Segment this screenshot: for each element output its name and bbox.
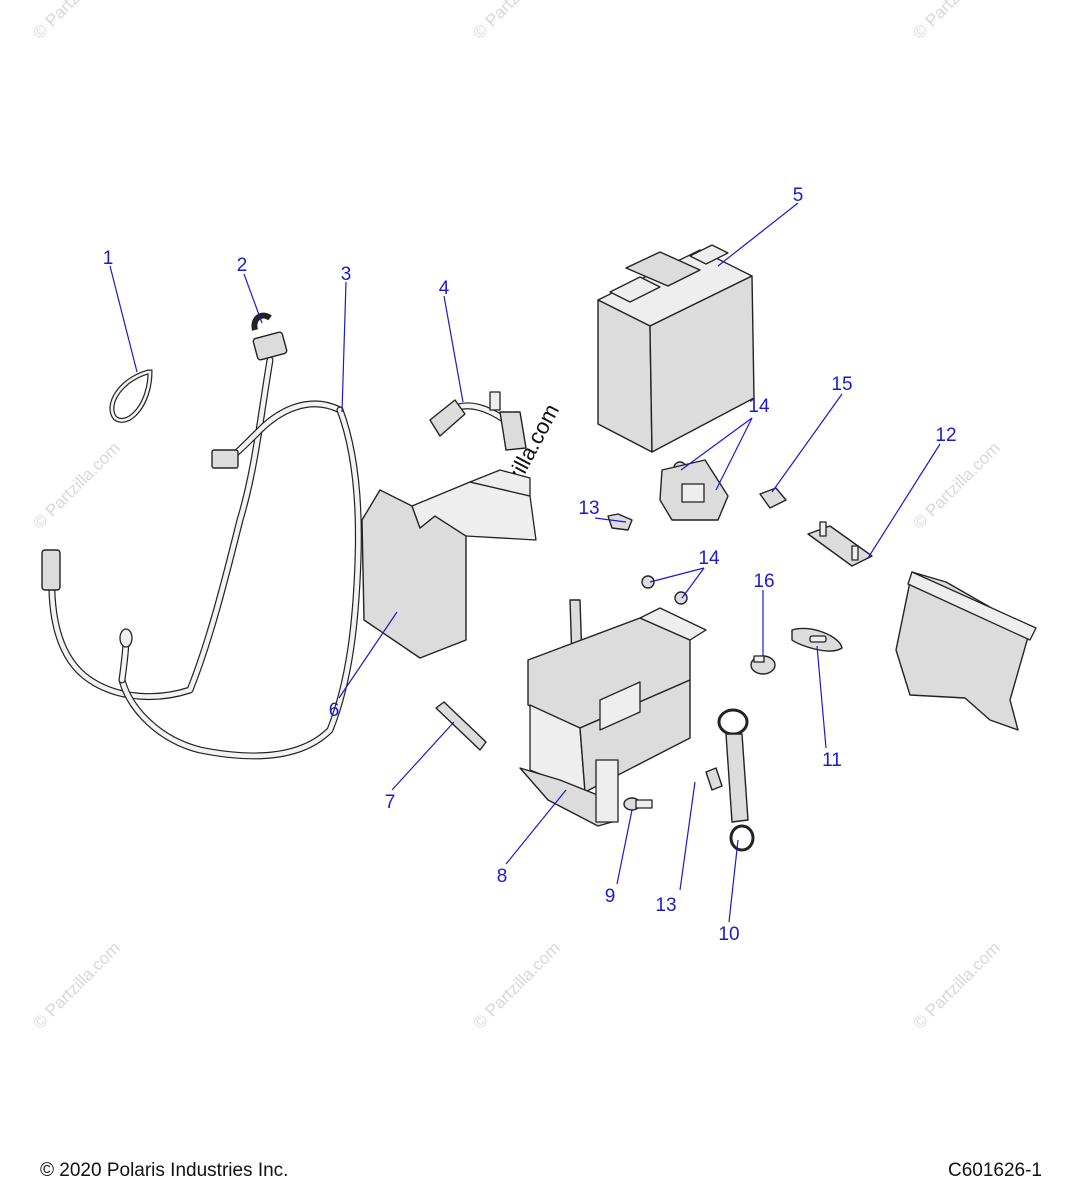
- leader-lines: [109, 202, 941, 923]
- callout-13b: 13: [655, 895, 676, 916]
- callout-2: 2: [237, 255, 248, 276]
- callouts: 1 2 3 4 5 6 7 8 9 10 11 12 13 13 14 14 1…: [103, 185, 957, 945]
- part-4-terminal-boot: [429, 391, 527, 451]
- callout-3: 3: [341, 264, 352, 285]
- watermark: © Partzilla.com: [29, 438, 123, 532]
- mount-bracket: [895, 571, 1037, 731]
- part-16-clamp: [750, 655, 776, 675]
- callout-14b: 14: [698, 548, 720, 569]
- drawing-id: C601626-1: [947, 1160, 1042, 1181]
- part-1-cable-tie: [109, 369, 153, 423]
- part-2-3-cables: [41, 312, 362, 760]
- callout-15: 15: [831, 374, 852, 395]
- part-11-clip: [791, 627, 843, 652]
- callout-16: 16: [753, 571, 774, 592]
- watermark: © Partzilla.com: [909, 0, 1003, 43]
- part-5-battery: [597, 244, 755, 453]
- watermark: © Partzilla.com: [29, 938, 123, 1032]
- watermark: © Partzilla.com: [909, 438, 1003, 532]
- part-12-plate: [807, 521, 873, 567]
- callout-7: 7: [385, 792, 396, 813]
- callout-4: 4: [439, 278, 450, 299]
- solenoid: [659, 459, 729, 521]
- part-9-bolt: [623, 797, 653, 811]
- callout-13a: 13: [578, 498, 599, 519]
- callout-12: 12: [935, 425, 956, 446]
- part-10-strap: [717, 708, 755, 852]
- watermark: © Partzilla.com: [469, 0, 563, 43]
- part-15-sensor: [759, 487, 787, 509]
- callout-11: 11: [822, 750, 842, 771]
- watermark: © Partzilla.com: [29, 0, 123, 43]
- part-13-fastener-b: [705, 767, 723, 791]
- part-7-foam-strip: [435, 701, 487, 751]
- callout-10: 10: [718, 924, 739, 945]
- watermark: © Partzilla.com: [469, 938, 563, 1032]
- callout-5: 5: [793, 185, 804, 206]
- callout-9: 9: [605, 886, 616, 907]
- watermark: © Partzilla.com: [909, 938, 1003, 1032]
- callout-6: 6: [329, 700, 340, 721]
- part-6-battery-cover: [361, 469, 537, 659]
- callout-14a: 14: [748, 396, 770, 417]
- part-8-battery-tray: [519, 599, 707, 827]
- copyright-text: © 2020 Polaris Industries Inc.: [40, 1160, 289, 1181]
- callout-8: 8: [497, 866, 508, 887]
- callout-1: 1: [103, 248, 114, 269]
- part-13-fastener-a: [607, 513, 633, 531]
